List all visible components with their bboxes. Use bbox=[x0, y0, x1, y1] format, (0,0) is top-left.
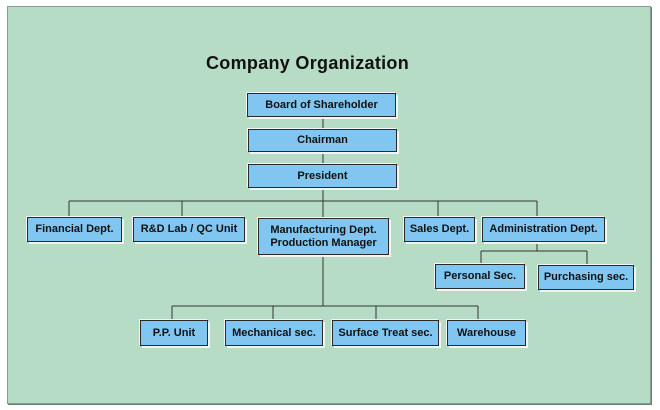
chart-panel bbox=[7, 6, 651, 404]
node-sales-dept: Sales Dept. bbox=[404, 217, 475, 242]
node-administration-dept: Administration Dept. bbox=[482, 217, 605, 242]
node-surface-treat-sec: Surface Treat sec. bbox=[332, 320, 439, 346]
node-warehouse: Warehouse bbox=[447, 320, 526, 346]
chart-title: Company Organization bbox=[206, 53, 410, 73]
node-personal-sec: Personal Sec. bbox=[435, 264, 525, 289]
node-board-of-shareholder: Board of Shareholder bbox=[247, 93, 396, 117]
node-financial-dept: Financial Dept. bbox=[27, 217, 122, 242]
node-president: President bbox=[248, 164, 397, 188]
node-mechanical-sec: Mechanical sec. bbox=[225, 320, 323, 346]
node-manufacturing-dept: Manufacturing Dept. Production Manager bbox=[258, 218, 389, 255]
node-rnd-lab-qc-unit: R&D Lab / QC Unit bbox=[133, 217, 245, 242]
node-chairman: Chairman bbox=[248, 129, 397, 152]
node-pp-unit: P.P. Unit bbox=[140, 320, 208, 346]
node-purchasing-sec: Purchasing sec. bbox=[538, 265, 634, 290]
